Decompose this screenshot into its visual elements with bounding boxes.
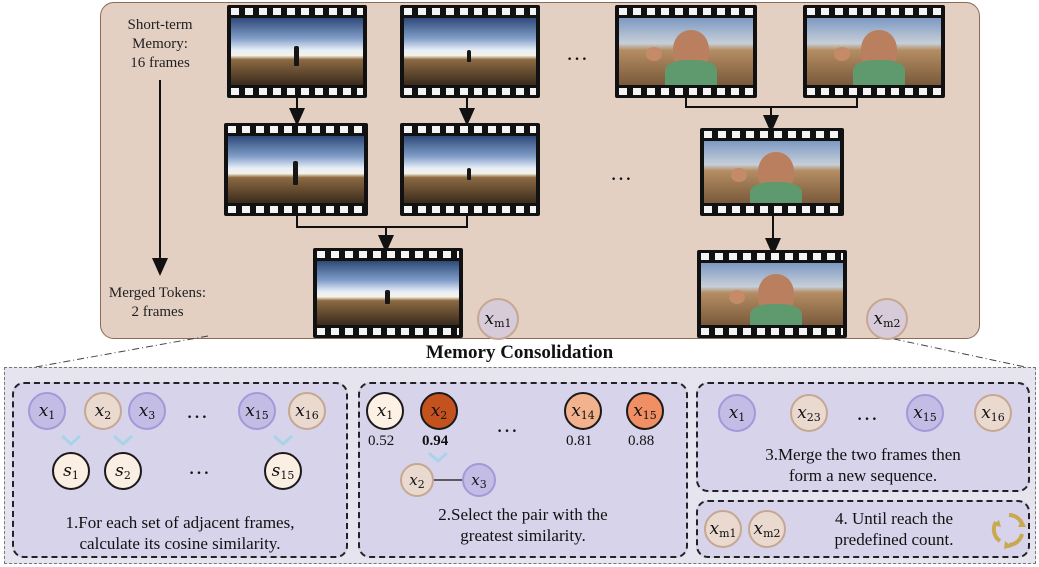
chevron-down-icon [61, 434, 81, 446]
connector-left [29, 335, 209, 369]
merge-bracket-right-top [685, 98, 858, 108]
video-frame [227, 5, 367, 98]
video-frame [615, 5, 757, 98]
ellipsis: … [856, 400, 880, 425]
chevron-down-icon [113, 434, 133, 446]
ellipsis: … [188, 454, 212, 479]
video-frame [803, 5, 945, 98]
score-x1: 0.52 [368, 433, 395, 449]
section-title: Memory Consolidation [425, 342, 614, 363]
ellipsis: … [186, 398, 210, 423]
merged-frame-1 [313, 248, 463, 338]
video-frame [400, 5, 540, 98]
merge-bracket-left [296, 215, 468, 228]
video-frame [224, 123, 368, 216]
step1-caption: 1.For each set of adjacent frames, calcu… [65, 513, 295, 553]
step4-caption: 4. Until reach the predefined count. [834, 509, 954, 549]
step3-caption: 3.Merge the two frames then form a new s… [765, 445, 961, 485]
merged-frame-2 [697, 250, 847, 338]
short-term-memory-label: Short-term Memory: 16 frames [127, 17, 193, 71]
video-frame [400, 123, 540, 216]
score-x15: 0.88 [628, 433, 655, 449]
score-x2: 0.94 [422, 433, 449, 449]
score-x14: 0.81 [566, 433, 593, 449]
chevron-down-icon [428, 451, 448, 463]
merged-tokens-label: Merged Tokens: 2 frames [108, 285, 207, 320]
ellipsis: … [566, 40, 590, 65]
step2-caption: 2.Select the pair with the greatest simi… [438, 505, 608, 545]
loop-icon [991, 513, 1026, 549]
chevron-down-icon [273, 434, 293, 446]
connector-right [879, 335, 1031, 369]
video-frame [700, 128, 844, 216]
ellipsis: … [496, 412, 520, 437]
ellipsis: … [610, 160, 634, 185]
